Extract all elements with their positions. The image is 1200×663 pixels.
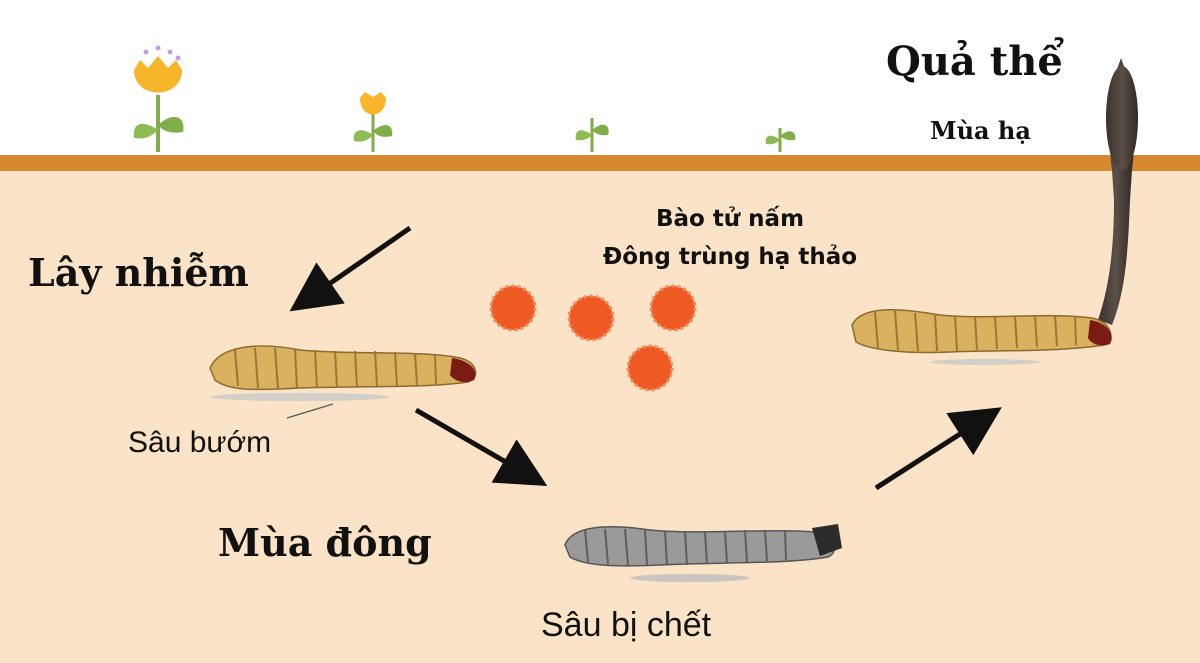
caterpillar-alive [209, 345, 477, 401]
caterpillar-infected [851, 308, 1112, 365]
summer-label: Mùa hạ [930, 116, 1031, 145]
flower-plant-large [133, 45, 184, 152]
sprout-2 [765, 128, 796, 152]
spore-label-line-1: Bào tử nấm [655, 206, 805, 232]
arrow-to-winter [414, 407, 548, 487]
flower-plant-small [353, 92, 393, 152]
arrow-infection [289, 225, 412, 312]
spore [649, 284, 697, 332]
arrow-to-fruiting [874, 407, 1002, 491]
spore [626, 344, 674, 392]
fungus-spores [489, 284, 697, 392]
spore-label: Bào tử nấm Đông trùng hạ thảo [560, 200, 900, 276]
spore [567, 294, 615, 342]
winter-label: Mùa đông [218, 520, 432, 565]
fruiting-body-label: Quả thể [886, 38, 1063, 85]
caterpillar-pointer-line [286, 403, 334, 419]
dead-caterpillar-label: Sâu bị chết [541, 606, 712, 644]
caterpillar-label: Sâu bướm [128, 426, 272, 459]
spore [489, 284, 537, 332]
fruiting-body-stalk [1098, 58, 1138, 325]
infection-label: Lây nhiễm [28, 250, 249, 295]
caterpillar-dead [564, 524, 842, 582]
spore-label-line-2: Đông trùng hạ thảo [602, 244, 858, 270]
ground-surface-line [0, 155, 1200, 171]
sprout-1 [575, 118, 609, 152]
